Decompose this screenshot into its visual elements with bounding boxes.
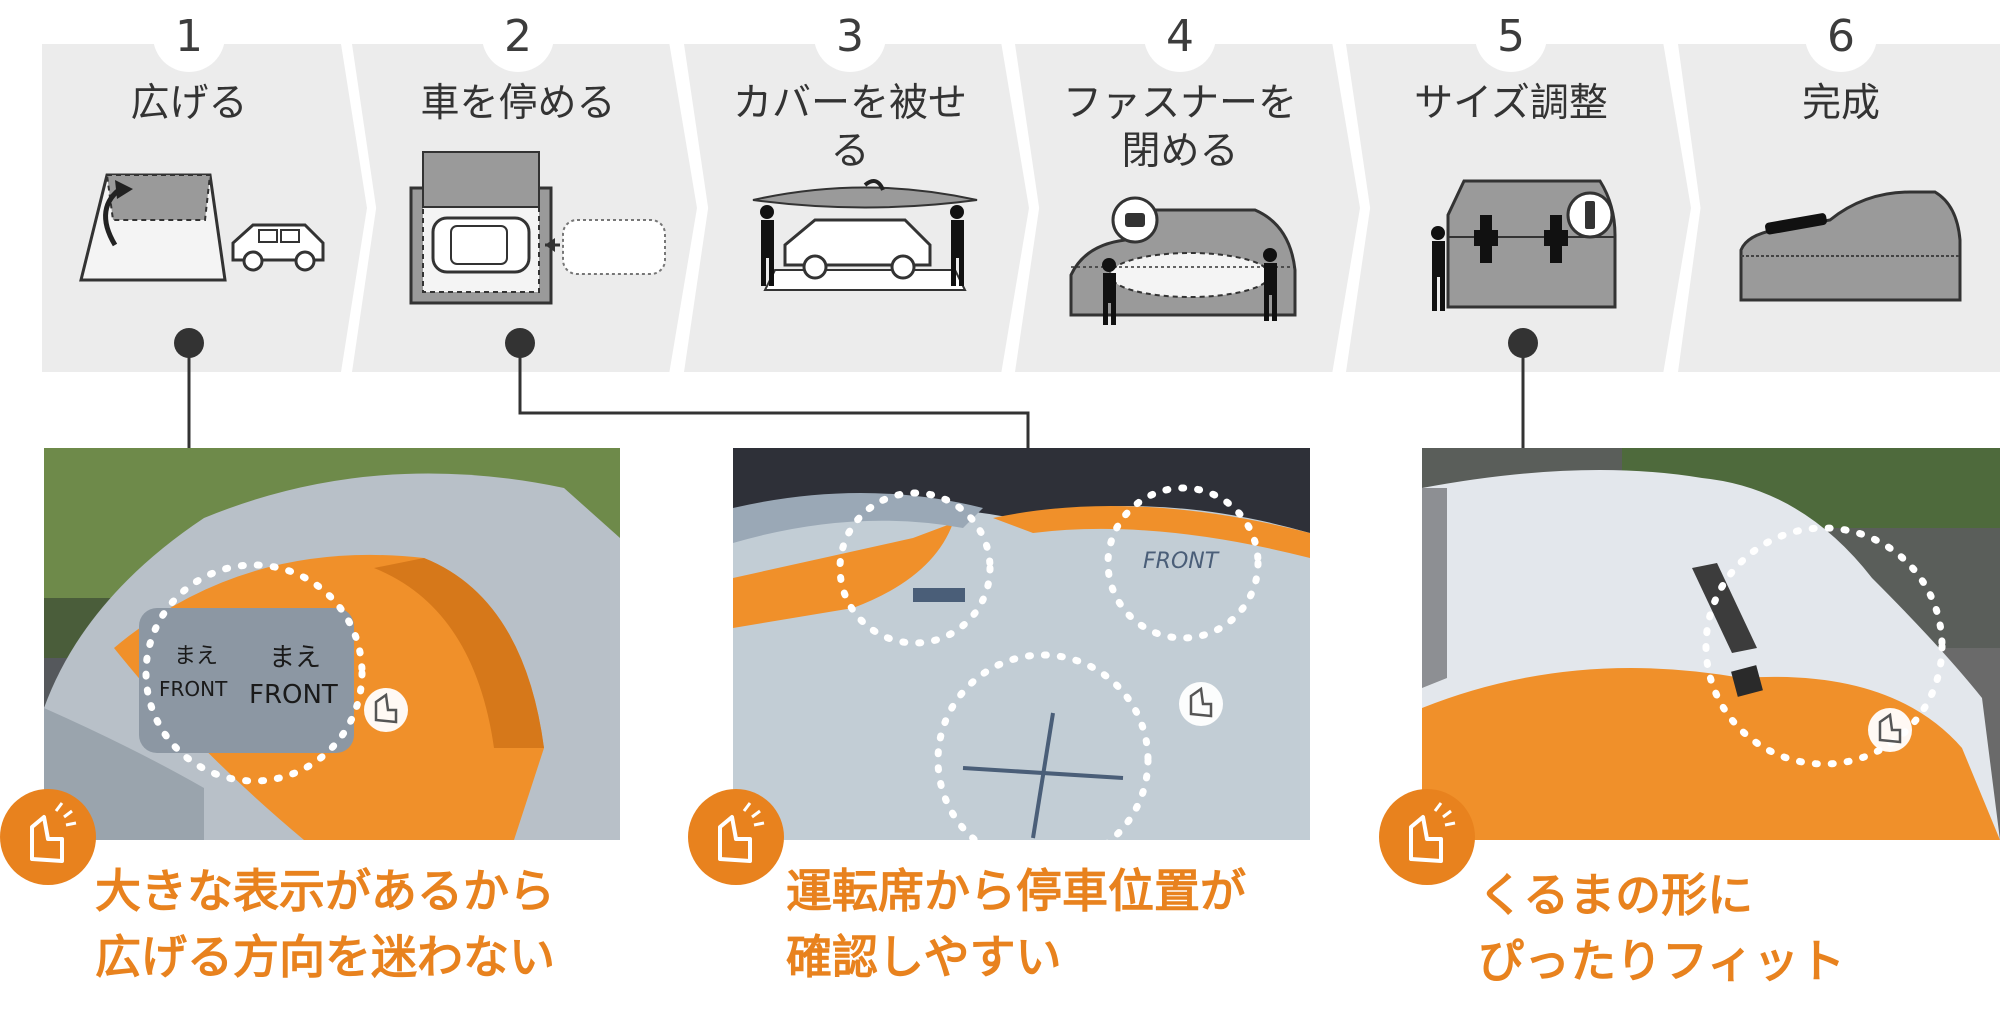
step-label-6: 完成 — [1801, 81, 1880, 126]
mark-text: まえ — [269, 643, 321, 673]
callout-3: くるまの形に ぴったりフィット — [1478, 862, 1845, 994]
put-on-cover-illustration — [752, 179, 978, 291]
mark-text: FRONT — [249, 680, 338, 710]
step-panel-4 — [1015, 44, 1360, 372]
finished-cover-illustration — [1739, 190, 1962, 302]
mark-text: FRONT — [159, 677, 228, 701]
photo-parking-marking: FRONT — [733, 448, 1310, 840]
mark-text: FRONT — [1143, 549, 1220, 574]
step-number-4: 4 — [1144, 0, 1216, 72]
callout-1-line2: 広げる方向を迷わない — [95, 930, 555, 984]
park-car-illustration — [409, 151, 666, 305]
photo-front-marking: まえ FRONT まえ FRONT — [44, 448, 620, 840]
step-label-2: 車を停める — [420, 81, 616, 126]
step-label-1: 広げる — [130, 81, 248, 126]
callout-1: 大きな表示があるから 広げる方向を迷わない — [95, 858, 555, 990]
callout-1-line1: 大きな表示があるから — [95, 864, 555, 918]
step-number-1: 1 — [153, 0, 225, 72]
photo-fit-strap — [1422, 448, 2000, 840]
step-label-4: ファスナーを 閉める — [1062, 81, 1297, 174]
mark-text: まえ — [174, 644, 218, 669]
callout-3-line2: ぴったりフィット — [1478, 934, 1846, 988]
hand-pointing-icon — [1379, 789, 1475, 885]
step-number-3: 3 — [814, 0, 886, 72]
connector-lines — [187, 343, 1525, 450]
callout-2: 運転席から停車位置が 確認しやすい — [786, 858, 1246, 990]
callout-3-line1: くるまの形に — [1478, 868, 1754, 922]
callout-2-line2: 確認しやすい — [786, 930, 1062, 984]
hand-pointing-icon — [688, 789, 784, 885]
size-adjust-illustration — [1431, 179, 1617, 311]
pointing-hand-icon — [364, 688, 408, 732]
step-label-5: サイズ調整 — [1414, 81, 1608, 126]
spread-cover-illustration — [79, 173, 325, 282]
close-zipper-illustration — [1069, 196, 1297, 325]
process-steps: 1 2 3 4 5 6 広げる 車を停める カバーを被せる ファスナーを 閉める… — [0, 0, 2000, 380]
pointing-hand-icon — [1179, 682, 1223, 726]
step-number-5: 5 — [1475, 0, 1547, 72]
step-number-6: 6 — [1805, 0, 1877, 72]
callout-2-line1: 運転席から停車位置が — [786, 864, 1246, 918]
hand-pointing-icon — [0, 789, 96, 885]
step-number-2: 2 — [482, 0, 554, 72]
pointing-hand-icon — [1868, 708, 1912, 752]
step-label-3: カバーを被せる — [732, 81, 967, 174]
